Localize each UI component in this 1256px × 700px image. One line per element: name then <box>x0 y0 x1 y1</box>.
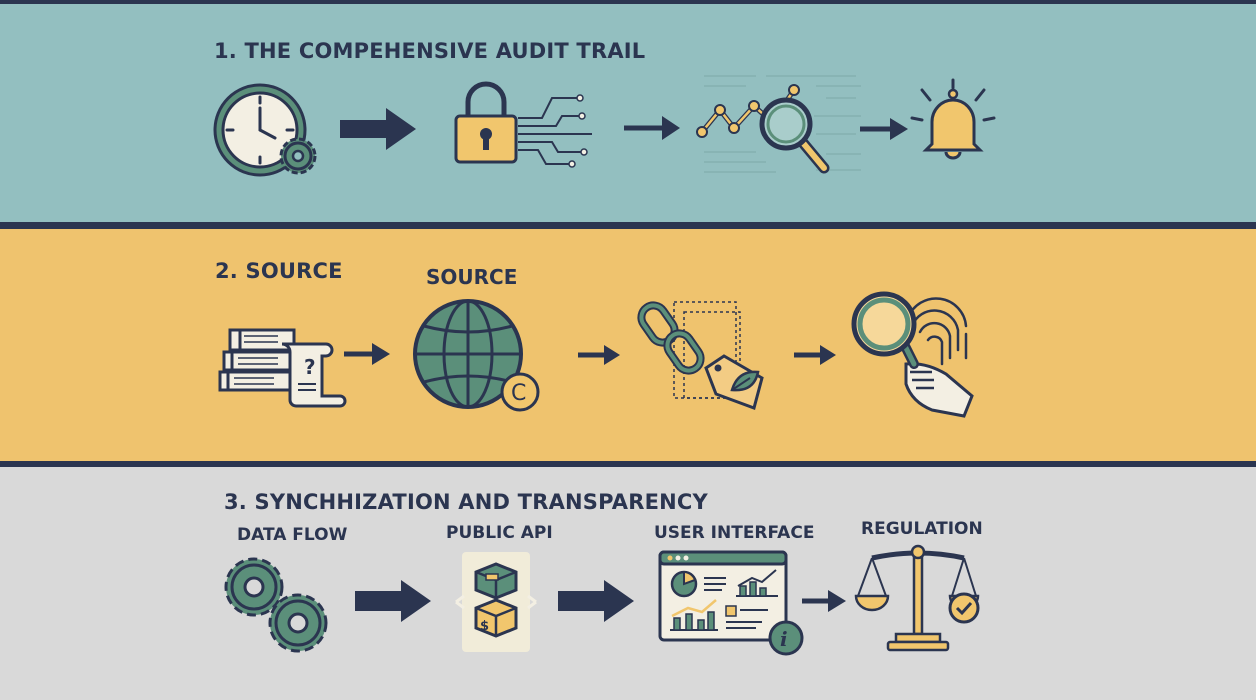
sync-transparency-band: 3. SYNCHHIZATION AND TRANSPARENCY DATA F… <box>0 467 1256 700</box>
api-boxes-icon: $ <box>455 552 537 652</box>
svg-text:$: $ <box>480 619 489 634</box>
globe-copyright-icon: C <box>413 299 540 412</box>
dashboard-info-icon: i <box>658 550 804 656</box>
arrow-right-icon <box>344 343 390 365</box>
audit-trail-band: 1. THE COMPEHENSIVE AUDIT TRAIL <box>0 4 1256 222</box>
step-label: REGULATION <box>861 519 983 539</box>
arrow-right-icon <box>794 345 836 365</box>
arrow-right-icon <box>558 580 634 622</box>
arrow-right-icon <box>624 116 680 140</box>
section-title: 1. THE COMPEHENSIVE AUDIT TRAIL <box>214 39 646 63</box>
chain-tag-leaf-icon <box>637 301 764 410</box>
arrow-right-icon <box>802 590 846 612</box>
chart-magnifier-icon <box>696 75 861 174</box>
section-title: 3. SYNCHHIZATION AND TRANSPARENCY <box>224 490 708 514</box>
step-label: USER INTERFACE <box>654 523 815 543</box>
section-title: 2. SOURCE <box>215 259 343 283</box>
clock-gear-icon <box>213 83 317 177</box>
alert-bell-icon <box>910 78 996 160</box>
svg-text:C: C <box>511 381 526 406</box>
svg-text:i: i <box>780 627 788 651</box>
arrow-right-icon <box>355 580 431 622</box>
padlock-data-icon <box>454 81 592 168</box>
step-label: DATA FLOW <box>237 525 348 545</box>
balance-scale-icon <box>854 544 980 652</box>
source-band: 2. SOURCE SOURCE <box>0 229 1256 461</box>
arrow-right-icon <box>340 108 416 150</box>
fingerprint-magnifier-icon <box>851 291 974 418</box>
gears-icon <box>224 557 328 653</box>
svg-text:?: ? <box>304 355 316 379</box>
books-scroll-icon: ? <box>218 328 347 408</box>
step-label: SOURCE <box>426 265 518 289</box>
arrow-right-icon <box>578 345 620 365</box>
arrow-right-icon <box>860 118 908 140</box>
step-label: PUBLIC API <box>446 523 553 543</box>
